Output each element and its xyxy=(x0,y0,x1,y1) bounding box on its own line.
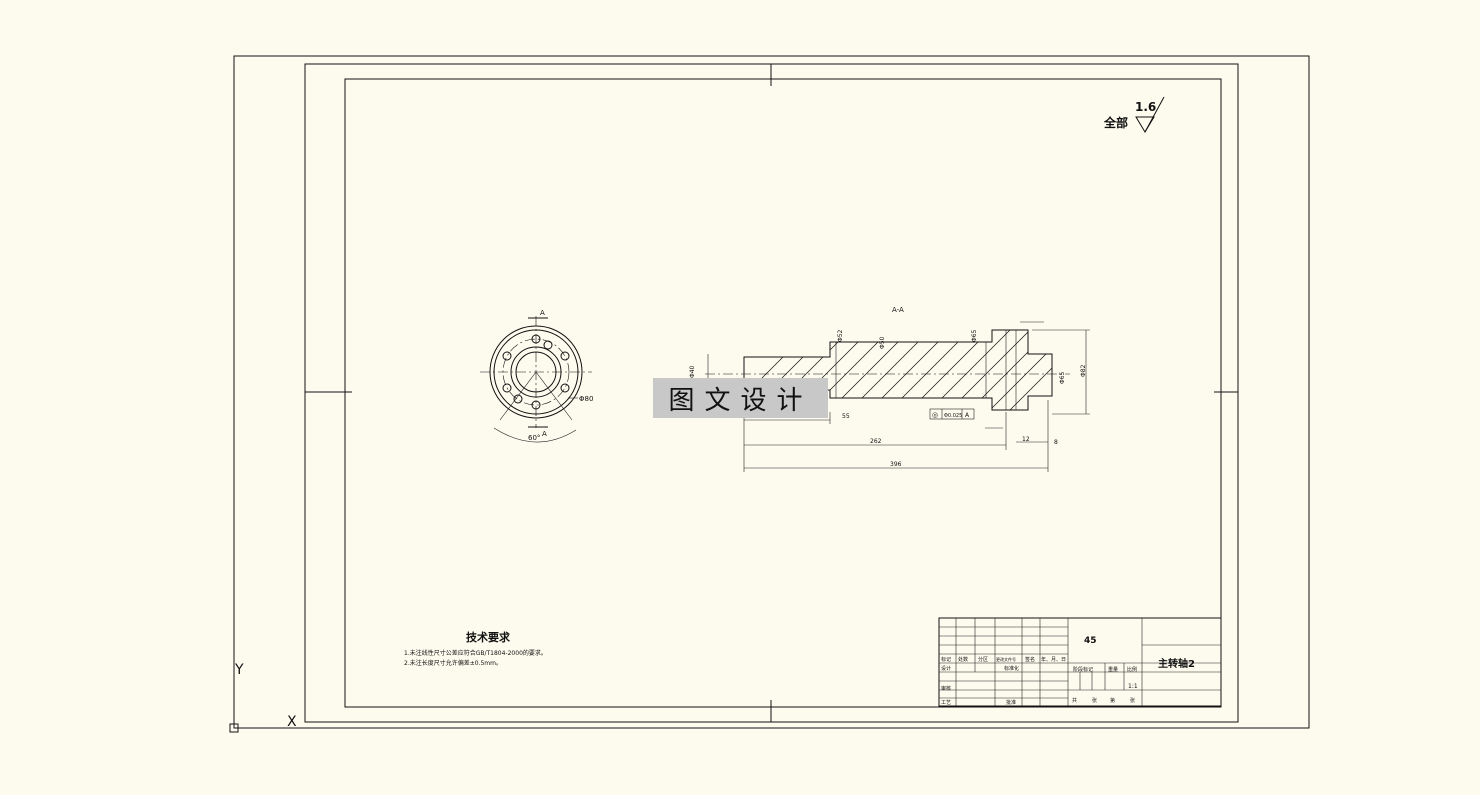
svg-text:重量: 重量 xyxy=(1108,666,1118,673)
svg-text:Φ40: Φ40 xyxy=(689,365,696,378)
svg-text:签名: 签名 xyxy=(1025,656,1035,663)
svg-text:标记: 标记 xyxy=(941,656,951,663)
watermark: 图文设计 xyxy=(653,378,828,418)
svg-text:Φ80: Φ80 xyxy=(579,395,593,403)
svg-text:主转轴2: 主转轴2 xyxy=(1158,657,1195,670)
svg-text:1.6: 1.6 xyxy=(1135,100,1156,114)
svg-text:共: 共 xyxy=(1072,697,1077,704)
svg-text:标准化: 标准化 xyxy=(1004,665,1019,672)
svg-text:Φ65: Φ65 xyxy=(971,329,978,342)
svg-text:年、月、日: 年、月、日 xyxy=(1041,656,1066,663)
svg-text:1:1: 1:1 xyxy=(1128,683,1138,690)
svg-text:审核: 审核 xyxy=(941,685,951,692)
title-block: 45 主转轴2 1:1 标记 处数 分区 更改文件号 签名 年、月、日 设计 标… xyxy=(938,617,1222,707)
svg-text:8: 8 xyxy=(1054,439,1058,446)
svg-text:第: 第 xyxy=(1110,697,1115,704)
svg-text:Φ82: Φ82 xyxy=(1080,364,1087,377)
svg-text:张: 张 xyxy=(1092,697,1097,704)
svg-text:396: 396 xyxy=(890,461,902,468)
outer-border xyxy=(233,55,1310,729)
svg-text:A: A xyxy=(965,412,970,419)
svg-text:工艺: 工艺 xyxy=(941,700,951,706)
svg-text:60°: 60° xyxy=(528,434,540,442)
svg-text:Φ65: Φ65 xyxy=(1059,371,1066,384)
svg-text:更改文件号: 更改文件号 xyxy=(996,656,1016,662)
svg-text:X: X xyxy=(287,714,297,730)
center-marks xyxy=(305,64,1238,722)
svg-text:45: 45 xyxy=(1084,636,1097,646)
svg-text:技术要求: 技术要求 xyxy=(466,630,511,644)
flange-end-view: A A 60° Φ80 xyxy=(480,309,593,443)
svg-text:12: 12 xyxy=(1022,436,1030,443)
inner-frame xyxy=(344,78,1222,708)
svg-text:阶段标记: 阶段标记 xyxy=(1073,666,1093,673)
ucs-icon: X Y xyxy=(229,662,297,733)
svg-text:Φ52: Φ52 xyxy=(837,329,844,342)
svg-text:A: A xyxy=(540,309,545,317)
svg-text:A-A: A-A xyxy=(892,306,904,314)
surface-finish-symbol: 全部 1.6 xyxy=(1103,96,1165,133)
svg-text:55: 55 xyxy=(842,413,850,420)
svg-text:2.未注长度尺寸允许偏差±0.5mm。: 2.未注长度尺寸允许偏差±0.5mm。 xyxy=(404,659,502,667)
svg-text:Φ0.025: Φ0.025 xyxy=(944,413,962,419)
svg-text:262: 262 xyxy=(870,438,882,445)
svg-text:设计: 设计 xyxy=(941,665,951,672)
svg-text:分区: 分区 xyxy=(978,656,988,663)
svg-text:A: A xyxy=(542,430,547,438)
svg-text:比例: 比例 xyxy=(1127,666,1137,673)
svg-text:◎: ◎ xyxy=(932,411,938,419)
tech-requirements: 技术要求 1.未注线性尺寸公差应符合GB/T1804-2000的要求。 2.未注… xyxy=(404,630,547,667)
svg-text:1.未注线性尺寸公差应符合GB/T1804-2000的要求。: 1.未注线性尺寸公差应符合GB/T1804-2000的要求。 xyxy=(404,649,547,657)
svg-text:处数: 处数 xyxy=(958,656,968,663)
svg-text:Y: Y xyxy=(234,662,244,678)
svg-text:批准: 批准 xyxy=(1006,699,1016,706)
svg-text:张: 张 xyxy=(1130,697,1135,704)
svg-text:Φ50: Φ50 xyxy=(879,336,886,349)
tolerance-frame: ◎ Φ0.025 A xyxy=(929,408,975,420)
svg-text:全部: 全部 xyxy=(1103,115,1128,130)
